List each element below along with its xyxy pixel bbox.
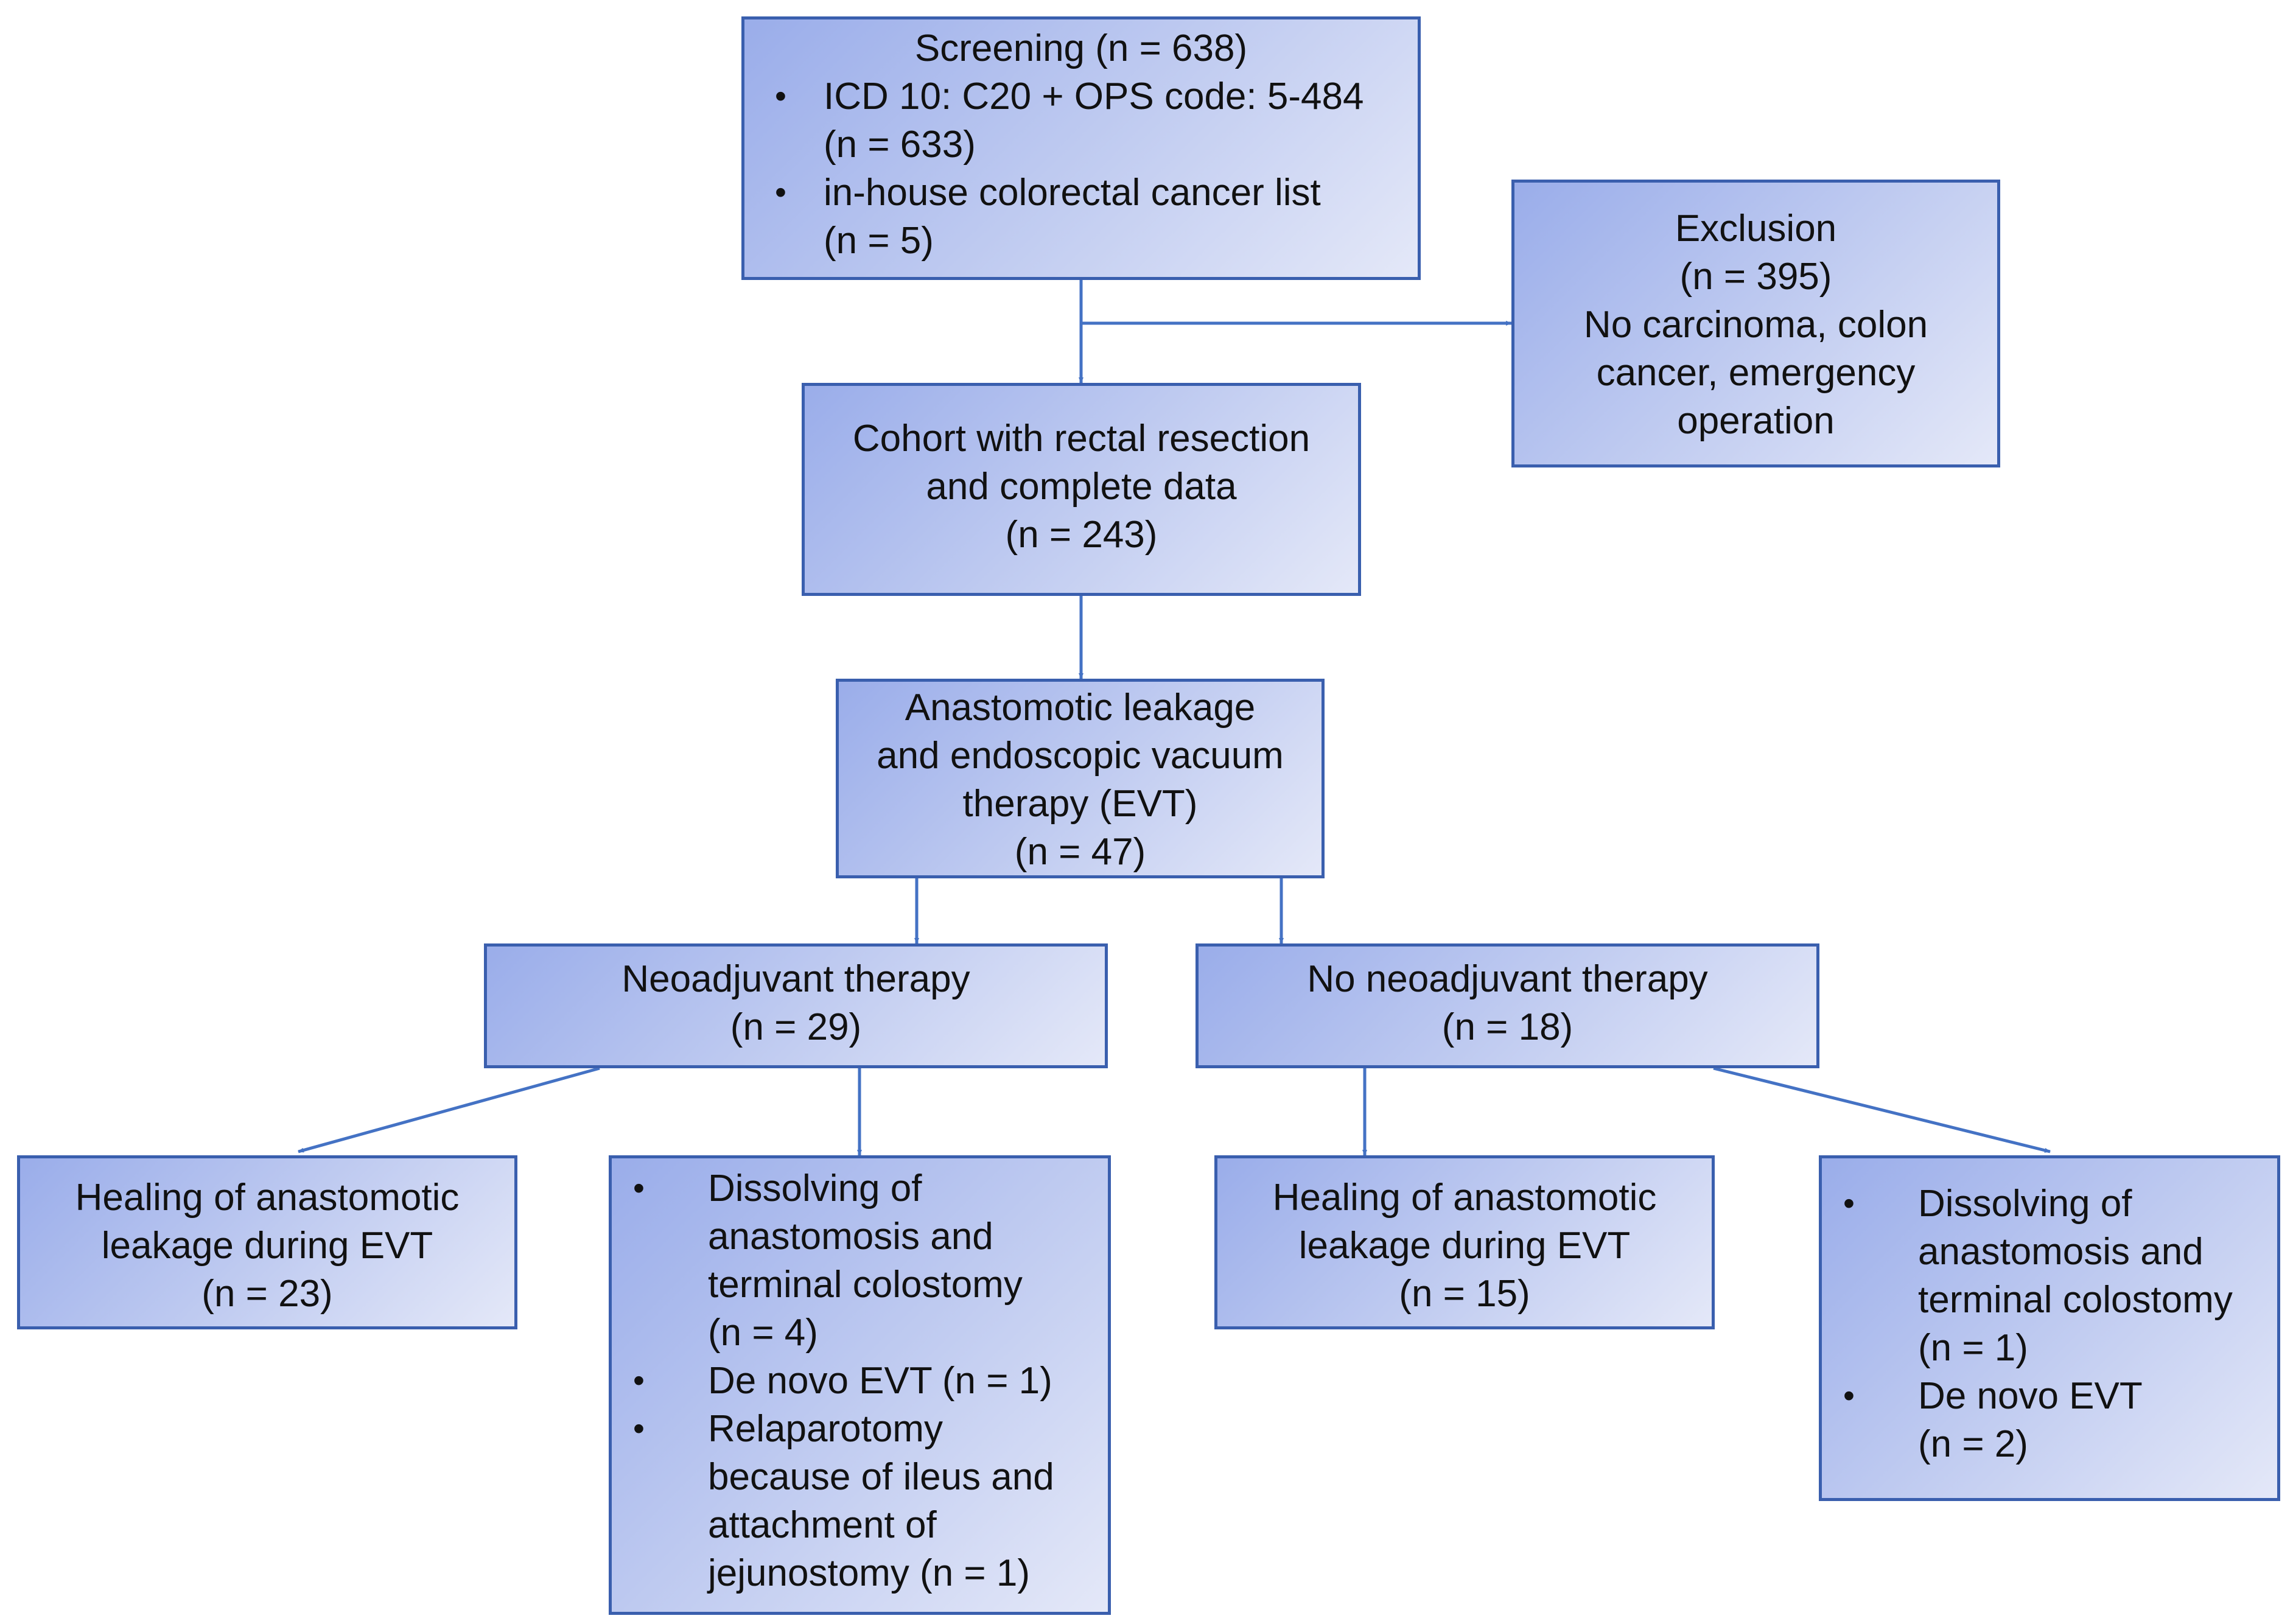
no-neoadjuvant-box: No neoadjuvant therapy (n = 18) <box>1196 943 1819 1068</box>
no-neo-outcome-line: terminal colostomy <box>1918 1279 2233 1321</box>
screening-criterion-count: (n = 5) <box>824 220 934 262</box>
no-neo-healing-line: (n = 15) <box>1399 1273 1530 1315</box>
evt-line: and endoscopic vacuum <box>877 735 1284 777</box>
bullet-marker: • <box>1843 1185 1855 1222</box>
no-neo-outcome-line: anastomosis and <box>1918 1231 2204 1273</box>
bullet-marker: • <box>1843 1377 1855 1414</box>
cohort-line: Cohort with rectal resection <box>852 418 1311 460</box>
neo-outcome-line: (n = 4) <box>708 1312 818 1354</box>
bullet-marker: • <box>633 1410 645 1447</box>
bullet-marker: • <box>775 174 786 211</box>
exclusion-box: Exclusion (n = 395) No carcinoma, colon … <box>1511 180 2000 467</box>
exclusion-line: Exclusion <box>1675 208 1837 250</box>
screening-title: Screening (n = 638) <box>914 27 1248 69</box>
cohort-box: Cohort with rectal resection and complet… <box>802 383 1361 596</box>
neoadjuvant-box: Neoadjuvant therapy (n = 29) <box>484 943 1108 1068</box>
screening-criterion-text: in-house colorectal cancer list <box>824 172 1321 214</box>
no-neoadjuvant-line: No neoadjuvant therapy <box>1307 958 1708 1000</box>
neo-outcome-item: • Relaparotomy because of ileus and atta… <box>612 1405 1102 1597</box>
cohort-line: and complete data <box>926 466 1237 508</box>
screening-criterion-text: ICD 10: C20 + OPS code: 5-484 <box>824 75 1364 117</box>
neoadjuvant-line: Neoadjuvant therapy <box>621 958 970 1000</box>
neo-outcome-line: De novo EVT (n = 1) <box>708 1360 1052 1402</box>
cohort-line: (n = 243) <box>1005 514 1158 556</box>
connector-no-neoadjuvant-to-outcomes <box>1713 1066 2051 1153</box>
no-neo-healing-line: Healing of anastomotic <box>1272 1177 1657 1219</box>
neo-healing-line: leakage during EVT <box>101 1225 433 1267</box>
bullet-marker: • <box>633 1170 645 1206</box>
neo-outcomes-box: • Dissolving of anastomosis and terminal… <box>609 1155 1111 1615</box>
neo-outcome-line: Relaparotomy <box>708 1408 943 1450</box>
screening-criterion-count: (n = 633) <box>824 124 976 166</box>
exclusion-line: operation <box>1677 400 1835 442</box>
screening-criterion: • in-house colorectal cancer list (n = 5… <box>757 169 1406 265</box>
neo-outcome-item: • De novo EVT (n = 1) <box>612 1357 1102 1405</box>
no-neoadjuvant-line: (n = 18) <box>1441 1006 1574 1048</box>
no-neo-outcome-line: De novo EVT <box>1918 1375 2143 1417</box>
no-neo-outcome-line: (n = 2) <box>1918 1423 2028 1465</box>
neo-outcomes-list: • Dissolving of anastomosis and terminal… <box>612 1164 1102 1597</box>
exclusion-line: No carcinoma, colon <box>1583 304 1928 346</box>
connector-neoadjuvant-to-healing <box>298 1066 600 1153</box>
no-neo-outcomes-box: • Dissolving of anastomosis and terminal… <box>1819 1155 2280 1501</box>
no-neo-healing-box: Healing of anastomotic leakage during EV… <box>1214 1155 1715 1329</box>
screening-criterion: • ICD 10: C20 + OPS code: 5-484 (n = 633… <box>757 72 1406 169</box>
evt-line: (n = 47) <box>1014 831 1146 873</box>
no-neo-outcome-line: (n = 1) <box>1918 1327 2028 1369</box>
exclusion-line: cancer, emergency <box>1596 352 1916 394</box>
neoadjuvant-line: (n = 29) <box>730 1006 862 1048</box>
neo-outcome-line: jejunostomy (n = 1) <box>708 1552 1030 1594</box>
neo-outcome-line: because of ileus and <box>708 1456 1054 1498</box>
neo-healing-box: Healing of anastomotic leakage during EV… <box>17 1155 517 1329</box>
neo-outcome-line: Dissolving of <box>708 1167 922 1209</box>
bullet-marker: • <box>633 1362 645 1399</box>
exclusion-line: (n = 395) <box>1679 256 1832 298</box>
no-neo-healing-line: leakage during EVT <box>1298 1225 1631 1267</box>
no-neo-outcomes-list: • Dissolving of anastomosis and terminal… <box>1822 1180 2271 1468</box>
screening-criteria-list: • ICD 10: C20 + OPS code: 5-484 (n = 633… <box>757 72 1406 265</box>
bullet-marker: • <box>775 78 786 114</box>
no-neo-outcome-item: • Dissolving of anastomosis and terminal… <box>1822 1180 2271 1372</box>
no-neo-outcome-item: • De novo EVT (n = 2) <box>1822 1372 2271 1468</box>
neo-outcome-line: terminal colostomy <box>708 1264 1023 1306</box>
evt-line: Anastomotic leakage <box>905 687 1256 729</box>
screening-box: Screening (n = 638) • ICD 10: C20 + OPS … <box>741 16 1421 280</box>
no-neo-outcome-line: Dissolving of <box>1918 1183 2132 1225</box>
neo-outcome-line: attachment of <box>708 1504 937 1546</box>
neo-healing-line: (n = 23) <box>201 1273 333 1315</box>
neo-outcome-item: • Dissolving of anastomosis and terminal… <box>612 1164 1102 1357</box>
neo-outcome-line: anastomosis and <box>708 1216 993 1258</box>
neo-healing-line: Healing of anastomotic <box>75 1177 460 1219</box>
evt-line: therapy (EVT) <box>962 783 1198 825</box>
evt-box: Anastomotic leakage and endoscopic vacuu… <box>836 679 1325 878</box>
